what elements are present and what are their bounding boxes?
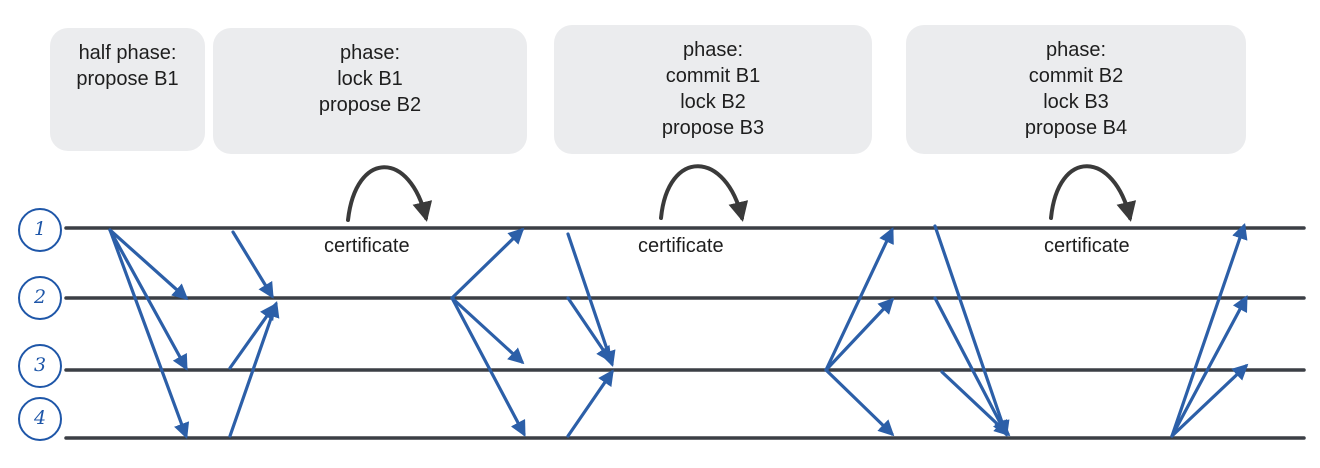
message-arrow [450,227,525,300]
certificate-curve-arrow [659,164,749,222]
message-arrow [1170,295,1248,438]
message-arrow [566,369,614,438]
message-arrow [228,300,280,438]
certificate-curve-arrow [346,165,433,222]
phase-box-half: half phase: propose B1 [50,28,205,151]
certificate-label: certificate [638,235,724,257]
phase-line: phase: [1045,39,1107,61]
node-label-3: 3 [18,344,62,388]
message-arrow [228,303,276,370]
phase-line: half phase: [78,42,177,64]
message-arrow [450,296,525,365]
message-arrow [933,224,1010,438]
message-arrow [824,297,895,372]
phase-line: commit B1 [665,65,761,87]
node-label-1: 1 [18,208,62,252]
message-arrow [824,227,894,372]
message-arrow [1170,222,1248,438]
phase-line: phase: [682,39,744,61]
message-arrow [108,228,190,440]
phase-line: phase: [339,42,401,64]
phase-line: lock B3 [1043,91,1109,113]
phase-line: lock B2 [680,91,746,113]
message-arrow [231,230,274,299]
message-arrow [566,296,612,363]
phase-line: lock B1 [337,68,403,90]
phase-box-4: phase: commit B2 lock B3 propose B4 [906,25,1246,154]
certificate-label: certificate [1044,235,1130,257]
node-label-4: 4 [18,397,62,441]
certificate-label: certificate [324,235,410,257]
message-arrow [940,370,1011,437]
message-arrow [108,228,188,371]
message-arrow [566,232,616,368]
phase-line: propose B1 [76,68,179,90]
message-arrow [450,296,526,437]
phase-line: propose B2 [318,94,422,116]
phase-line: commit B2 [1028,65,1124,87]
message-arrow [824,368,895,437]
message-arrow [1170,363,1249,438]
certificate-curve-arrow [1049,164,1137,222]
phase-line: propose B3 [661,117,765,139]
node-label-2: 2 [18,276,62,320]
message-arrow [933,296,1008,437]
message-arrow [108,228,189,301]
phase-line: propose B4 [1024,117,1128,139]
phase-box-2: phase: lock B1 propose B2 [213,28,527,154]
phase-box-3: phase: commit B1 lock B2 propose B3 [554,25,872,154]
